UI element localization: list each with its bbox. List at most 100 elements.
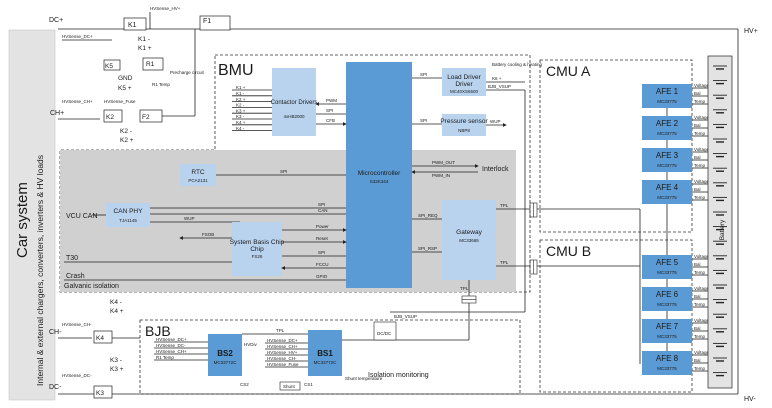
k3-label: K3	[96, 390, 104, 397]
tpl-gw-down-label: TPL	[460, 286, 469, 291]
afe-signal-label: Voltage	[694, 83, 710, 88]
spi-req-label: SPI_REQ	[418, 213, 438, 218]
gateway-part: MC33665	[459, 238, 479, 243]
k2-label: K2	[106, 114, 114, 121]
hv-plus-label: HV+	[744, 28, 758, 35]
contactor-drivers-title: Contactor Drivers	[271, 100, 318, 106]
bs2-input-label: HVSense_DC-	[156, 343, 186, 348]
bs1-input-label: HVSense_DC+	[267, 338, 298, 343]
gpio-label: GPIO	[316, 274, 328, 279]
spi-load-label: SPI	[420, 72, 427, 77]
spi-contactor-label: SPI	[326, 108, 333, 113]
can-label: CAN	[318, 208, 328, 213]
t30-label: T30	[66, 255, 78, 262]
contactor-output-lines: K1 +K1 -K2 +K2 -K3 +K3 -K4 +K4 -	[232, 85, 272, 132]
ch-plus-label: CH+	[50, 110, 64, 117]
car-system-subtitle: Internal & external chargers, converters…	[35, 155, 45, 386]
contactor-output-label: K4 -	[236, 126, 245, 131]
pressure-sensor-block	[442, 114, 486, 136]
r1-label: R1	[146, 61, 155, 68]
isolation-transformer-bjb	[461, 295, 477, 304]
bs2-input-label: HVSense_CH+	[156, 349, 187, 354]
pressure-sensor-part: NBP8	[458, 128, 470, 133]
afe-signal-label: Temp	[694, 131, 706, 136]
cs2-label: CS2	[240, 382, 249, 387]
contactor-output-label: K4 +	[236, 120, 246, 125]
afe-signal-label: Bal	[694, 326, 701, 331]
dcdc-label: DC/DC	[377, 331, 392, 336]
afe-part: MC33775	[657, 131, 677, 136]
bs1-input-label: HVSense_HV+	[267, 350, 298, 355]
can-phy-part: TJA1145	[119, 218, 137, 223]
afe-signal-label: Voltage	[694, 115, 710, 120]
contactor-output-label: K2 +	[236, 97, 246, 102]
bmu-title: BMU	[218, 62, 254, 79]
sbc-part: FS26	[252, 254, 263, 259]
contactor-output-label: K3 +	[236, 108, 246, 113]
afe-block	[642, 148, 692, 172]
spi-can-label: SPI	[318, 202, 325, 207]
spi-rtc-label: SPI	[280, 169, 287, 174]
shunt-block	[279, 381, 301, 391]
fuse-f1	[199, 15, 231, 31]
afe-signal-label: Temp	[694, 302, 706, 307]
afe-signal-label: Temp	[694, 366, 706, 371]
bjb-title: BJB	[145, 323, 171, 339]
afe-signal-label: Voltage	[694, 286, 710, 291]
k4-label: K4	[96, 335, 104, 342]
afe-title: AFE 2	[656, 119, 679, 128]
vcu-can-label: VCU CAN	[66, 213, 98, 220]
gateway-title: Gateway	[456, 229, 482, 236]
afe-signal-label: Temp	[694, 163, 706, 168]
load-driver-title-2: Driver	[455, 81, 473, 88]
afe-title: AFE 4	[656, 183, 679, 192]
afe-part: MC33775	[657, 366, 677, 371]
gateway-block	[442, 200, 496, 280]
car-system-title: Car system	[14, 182, 31, 258]
afe-signal-label: Temp	[694, 270, 706, 275]
afe-signal-label: Bal	[694, 187, 701, 192]
bs2-part: MC33772C	[214, 360, 238, 365]
pwm-label: PWM	[326, 98, 337, 103]
afe-title: AFE 6	[656, 290, 679, 299]
cmu-b-panel	[539, 239, 693, 393]
hvsense-fuse-label: HVSense_Fuse	[104, 99, 136, 104]
isolation-transformer-b	[529, 259, 538, 275]
afe-part: MC33775	[657, 163, 677, 168]
afe-signal-label: Voltage	[694, 254, 710, 259]
microcontroller-title: Microcontroller	[358, 170, 401, 177]
car-system-panel	[8, 29, 56, 401]
bs2-inputs: HVSense_DC+HVSense_DC-HVSense_CH+R1 Temp	[154, 337, 208, 361]
bjb-vsup-label: BJB_VSUP	[488, 84, 511, 89]
afe-signal-label: Bal	[694, 294, 701, 299]
afe-block	[642, 116, 692, 140]
tpl-gw-a-label: TPL	[500, 203, 509, 208]
hvsense-dc-label: HVSense_DC+	[62, 34, 93, 39]
afe-title: AFE 7	[656, 322, 679, 331]
afe-signal-label: Bal	[694, 358, 701, 363]
dc-minus-label: DC-	[49, 384, 62, 391]
shunt-temp-label: Shunt temperature	[345, 376, 383, 381]
afe-signal-label: Voltage	[694, 147, 710, 152]
battery-cooling-label: Battery cooling & heating	[492, 62, 543, 67]
contactor-output-label: K1 -	[236, 91, 245, 96]
afe-part: MC33775	[657, 302, 677, 307]
k1-relay	[123, 17, 147, 31]
bs1-part: MC33772C	[314, 360, 338, 365]
can-phy-block	[106, 203, 150, 227]
k1-plus-label: K1 +	[138, 45, 152, 52]
bs1-block	[308, 330, 342, 376]
shunt-label: Shunt	[283, 384, 296, 389]
crash-label: Crash	[66, 273, 85, 280]
load-driver-title: Load Driver	[447, 74, 481, 81]
wup-pressure-label: WUP	[490, 119, 501, 124]
contactor-drivers-block	[272, 68, 316, 136]
afe-signal-label: Temp	[694, 99, 706, 104]
isolation-label: Isolation monitoring	[368, 372, 429, 379]
afe-signal-label: Temp	[694, 195, 706, 200]
afe-title: AFE 1	[656, 87, 679, 96]
pwm-in-label: PWM_IN	[432, 173, 450, 178]
k5-relay	[103, 59, 121, 71]
k5-plus-label: K5 +	[118, 85, 132, 92]
